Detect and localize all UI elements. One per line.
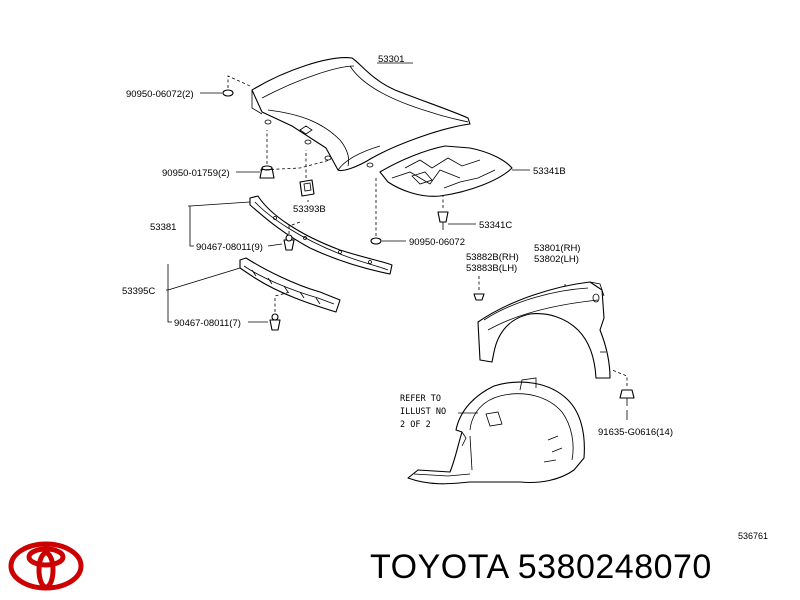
hood-insulator: [379, 145, 513, 197]
brand-part-number: TOYOTA 5380248070: [370, 548, 712, 587]
label-90950-06072: 90950-06072: [409, 237, 465, 248]
refer-note-line-2: ILLUST NO: [400, 407, 446, 417]
part-number: 5380248070: [517, 548, 712, 586]
illustration-code: 536761: [738, 531, 769, 541]
guide-lines: [227, 75, 628, 386]
label-53301: 53301: [378, 54, 404, 65]
toyota-logo-icon: [8, 541, 84, 591]
label-53341c: 53341C: [479, 220, 512, 231]
leader-lines: [166, 62, 628, 420]
label-53341b: 53341B: [533, 166, 566, 177]
fender-liner: [407, 377, 585, 485]
label-53381: 53381: [150, 222, 176, 233]
fasteners: [222, 89, 635, 406]
label-53801-rh: 53801(RH): [534, 243, 580, 254]
label-90467-08011-7: 90467-08011(7): [174, 318, 241, 329]
hood-panel: [251, 57, 471, 172]
label-53802-lh: 53802(LH): [534, 254, 579, 265]
radiator-support-seal: [239, 257, 341, 313]
hood-seal-retainer: [249, 195, 393, 275]
label-91635-g0616-14: 91635-G0616(14): [598, 427, 673, 438]
label-53395c: 53395C: [122, 286, 155, 297]
refer-note-line-1: REFER TO: [400, 394, 441, 404]
front-fender: [477, 281, 611, 379]
refer-note-line-3: 2 OF 2: [400, 420, 431, 430]
label-90950-06072-2: 90950-06072(2): [126, 89, 194, 100]
label-53882b-rh: 53882B(RH): [466, 252, 519, 263]
label-90467-08011-9: 90467-08011(9): [196, 242, 263, 253]
brand-name: TOYOTA: [370, 548, 508, 586]
label-53393b: 53393B: [293, 204, 326, 215]
label-90950-01759-2: 90950-01759(2): [162, 168, 230, 179]
label-53883b-lh: 53883B(LH): [466, 263, 517, 274]
